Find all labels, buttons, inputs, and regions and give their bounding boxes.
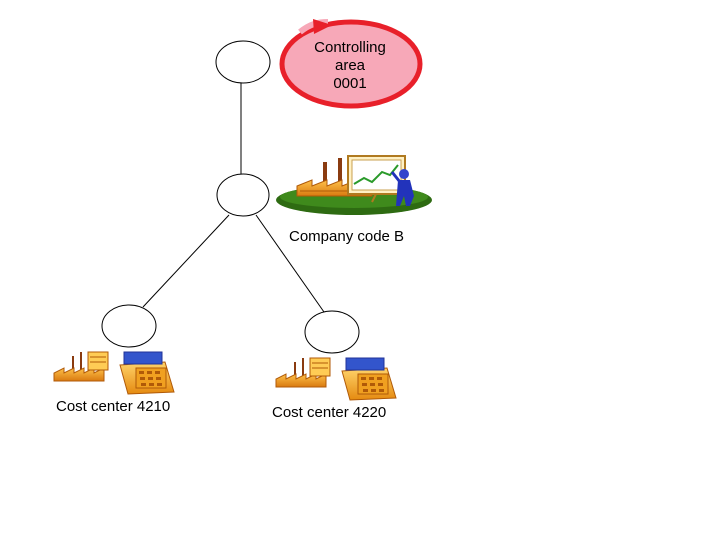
factory-with-cash-register-icon: [53, 351, 175, 395]
cost-center-4210-node[interactable]: [101, 304, 157, 348]
controlling-area-line3: 0001: [333, 75, 367, 92]
connector-company-to-cc4210: [142, 214, 230, 308]
controlling-area-line2: area: [334, 57, 366, 74]
company-code-label: Company code B: [289, 228, 405, 245]
controlling-area-label: Controlling area 0001: [290, 39, 410, 93]
company-code-node[interactable]: [216, 173, 270, 217]
cost-center-4220-node[interactable]: [304, 310, 360, 354]
factory-with-cash-register-icon: [275, 357, 397, 401]
factory-with-chart-icon: [276, 155, 432, 215]
controlling-area-badge[interactable]: [279, 19, 423, 109]
connector-lines: [142, 83, 325, 313]
controlling-area-line1: Controlling: [314, 39, 386, 56]
top-node[interactable]: [215, 40, 271, 84]
cost-center-4220-label: Cost center 4220: [272, 404, 387, 421]
connector-company-to-cc4220: [255, 214, 325, 313]
cost-center-4210-label: Cost center 4210: [56, 398, 171, 415]
rotation-arrow-icon: [313, 19, 332, 34]
